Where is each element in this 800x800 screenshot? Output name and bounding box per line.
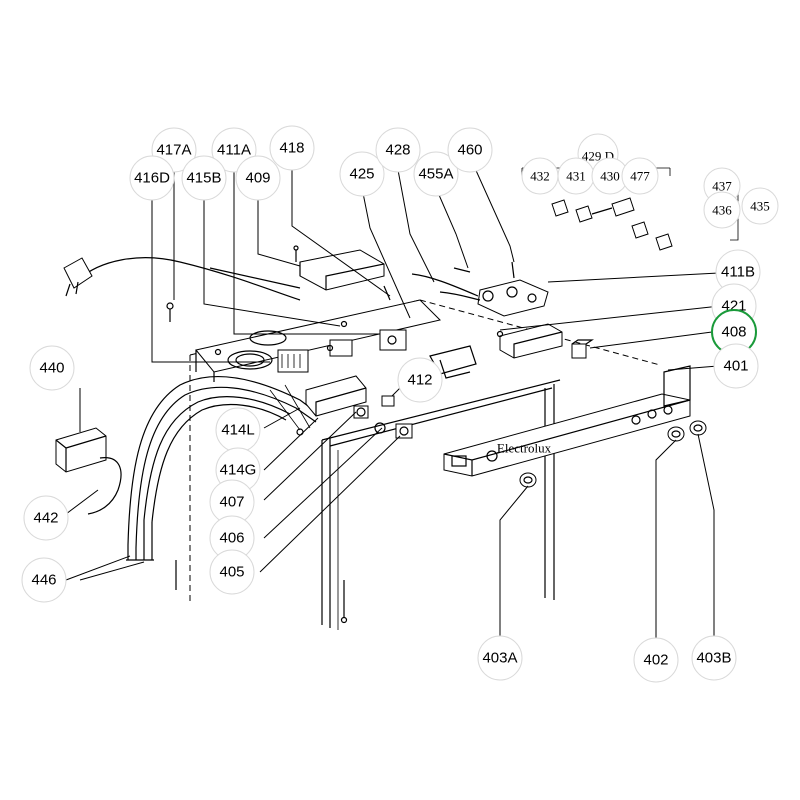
callout-bubble-435 — [741, 187, 779, 225]
callout-437: 437 — [712, 179, 732, 194]
callout-435: 435 — [750, 199, 770, 214]
callout-416D: 416D — [134, 170, 170, 187]
callout-436: 436 — [712, 203, 732, 218]
callout-bubble-402 — [633, 637, 679, 683]
callout-407: 407 — [219, 494, 244, 511]
control-mounting-plate — [195, 299, 441, 382]
callout-bubble-425 — [339, 151, 385, 197]
power-cord — [63, 257, 301, 301]
mains-switch-box — [55, 427, 122, 515]
callout-bubble-442 — [23, 495, 69, 541]
callout-bubble-403A — [477, 635, 523, 681]
thermocouple-tubes — [126, 376, 321, 561]
callout-455A: 455A — [418, 166, 453, 183]
callout-bubble-460 — [447, 127, 493, 173]
panel-brand-text: Electrolux — [497, 441, 552, 456]
gas-connectors — [521, 167, 739, 251]
callout-bubble-477 — [621, 157, 659, 195]
callout-411B: 411B — [721, 264, 755, 281]
callout-bubble-436 — [703, 191, 741, 229]
callout-bubble-446 — [21, 557, 67, 603]
callout-411A: 411A — [217, 142, 251, 159]
leader-lines — [65, 165, 739, 640]
callout-bubble-409 — [235, 155, 281, 201]
callout-bubble-428 — [375, 127, 421, 173]
thermostat-parts — [305, 375, 413, 439]
callout-405: 405 — [219, 564, 244, 581]
callout-408[interactable]: 408 — [721, 324, 746, 341]
callout-417A: 417A — [156, 142, 191, 159]
callout-477: 477 — [630, 169, 650, 184]
callout-bubble-405 — [209, 549, 255, 595]
callout-bubble-403B — [691, 635, 737, 681]
callout-440: 440 — [39, 360, 64, 377]
callout-460: 460 — [457, 142, 482, 159]
callout-430: 430 — [600, 169, 620, 184]
callout-432: 432 — [530, 169, 550, 184]
callout-431: 431 — [566, 169, 586, 184]
control-panel: Electrolux — [443, 365, 691, 477]
callout-bubble-415B — [181, 155, 227, 201]
callout-418: 418 — [279, 140, 304, 157]
callout-414G: 414G — [220, 462, 257, 479]
callout-bubble-412 — [397, 357, 443, 403]
callout-403A: 403A — [482, 650, 517, 667]
callout-bubble-455A — [413, 151, 459, 197]
callout-labels: 417A 411A 418 416D 415B 409 425 428 455A… — [21, 125, 779, 683]
callout-406: 406 — [219, 530, 244, 547]
callout-402: 402 — [643, 652, 668, 669]
callout-428: 428 — [385, 142, 410, 159]
callout-bubble-416D — [129, 155, 175, 201]
callout-414L: 414L — [221, 422, 254, 439]
gas-valve-assembly — [411, 261, 549, 317]
callout-403B: 403B — [696, 650, 731, 667]
callout-425: 425 — [349, 166, 374, 183]
callout-446: 446 — [31, 572, 56, 589]
knobs — [519, 339, 707, 488]
panel-bracket — [429, 323, 563, 379]
callout-401: 401 — [723, 358, 748, 375]
callout-bubble-401 — [713, 343, 759, 389]
callout-412: 412 — [407, 372, 432, 389]
callout-409: 409 — [245, 170, 270, 187]
callout-415B: 415B — [186, 170, 221, 187]
cover-bracket — [293, 245, 391, 301]
screws — [166, 302, 504, 624]
callout-bubble-418 — [269, 125, 315, 171]
callout-bubble-440 — [29, 345, 75, 391]
callout-442: 442 — [33, 510, 58, 527]
